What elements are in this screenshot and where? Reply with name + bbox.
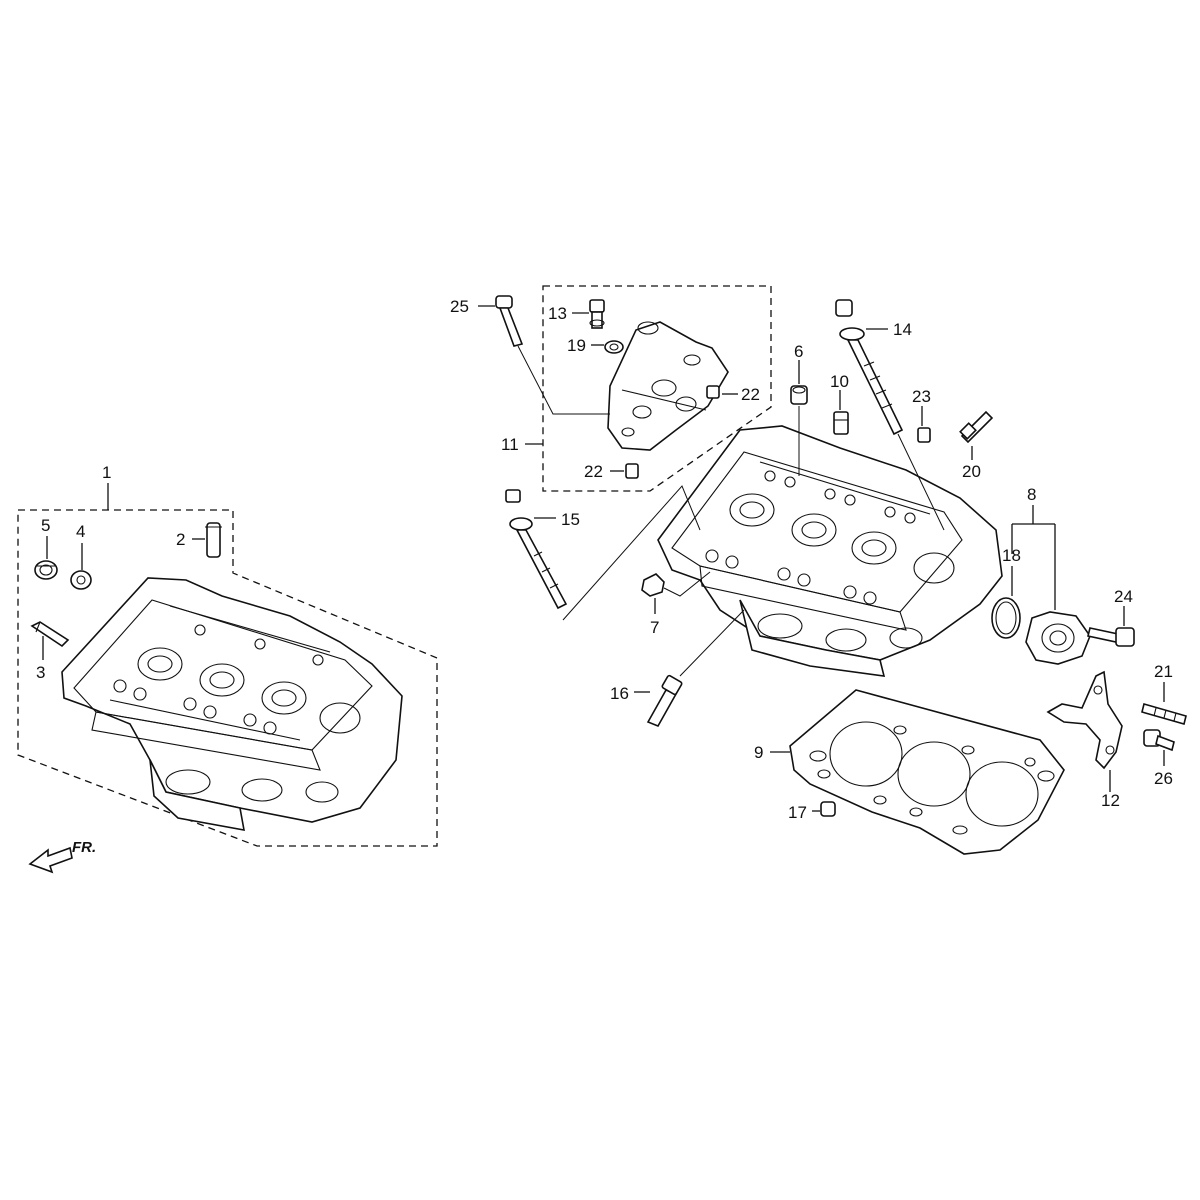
callout-25: 25	[450, 297, 469, 316]
part-13-bolt	[589, 299, 605, 329]
part-7-nut	[641, 573, 665, 597]
callout-labels: 1 2 3 4 5 6 7 8 9 10 11 12 13 14 15 16 1…	[36, 297, 1173, 822]
right-cylinder-head	[657, 425, 1003, 677]
callout-16: 16	[610, 684, 629, 703]
callout-20: 20	[962, 462, 981, 481]
callout-5: 5	[41, 516, 50, 535]
callout-13: 13	[548, 304, 567, 323]
part-15-stud-bolt	[505, 489, 568, 610]
callout-4: 4	[76, 522, 85, 541]
callout-1: 1	[102, 463, 111, 482]
part-6-cap	[790, 385, 808, 405]
callout-7: 7	[650, 618, 659, 637]
callout-19: 19	[567, 336, 586, 355]
part-4-washer	[70, 570, 92, 590]
callout-9: 9	[754, 743, 763, 762]
part-2-valve-guide	[205, 522, 222, 558]
part-22-lower-dowel	[625, 463, 639, 479]
front-label: FR.	[72, 839, 96, 856]
left-cylinder-head	[61, 577, 403, 831]
leader-25-to-head	[517, 345, 610, 415]
part-24-bolt	[1087, 627, 1135, 647]
part-9-head-gasket	[789, 689, 1065, 855]
part-26-bolt	[1143, 729, 1175, 752]
callout-6: 6	[794, 342, 803, 361]
leader-16-to-head	[679, 609, 745, 677]
callout-21: 21	[1154, 662, 1173, 681]
callout-14: 14	[893, 320, 912, 339]
leader-15-to-head	[562, 485, 701, 621]
left-assembly-boundary	[17, 509, 438, 847]
callout-12: 12	[1101, 791, 1120, 810]
part-21-stud	[1141, 703, 1187, 725]
callout-22a: 22	[741, 385, 760, 404]
leader-7-to-head	[663, 571, 711, 597]
leader-14-to-head	[897, 433, 945, 531]
callout-24: 24	[1114, 587, 1133, 606]
part-19-o-ring	[604, 340, 624, 354]
callout-3: 3	[36, 663, 45, 682]
part-10-insert	[833, 411, 849, 435]
left-assembly-group	[17, 483, 438, 847]
part-8-cover	[1025, 611, 1091, 665]
part-25-bolt	[495, 295, 524, 347]
spool-assembly-boundary	[542, 285, 772, 492]
callout-18: 18	[1002, 546, 1021, 565]
part-23-dowel	[917, 427, 931, 443]
front-direction-indicator: FR.	[28, 839, 96, 874]
part-5-plug	[34, 560, 58, 580]
part-22-upper-dowel	[706, 385, 720, 399]
callout-26: 26	[1154, 769, 1173, 788]
callout-10: 10	[830, 372, 849, 391]
callout-23: 23	[912, 387, 931, 406]
front-arrow-icon	[28, 846, 73, 874]
part-20-stud	[959, 410, 994, 444]
part-12-bracket	[1046, 670, 1123, 770]
callout-15: 15	[561, 510, 580, 529]
callout-8: 8	[1027, 485, 1036, 504]
right-assembly-group	[478, 285, 1187, 855]
part-3-dowel-pin	[30, 621, 70, 648]
part-16-sensor	[646, 674, 683, 728]
callout-11: 11	[501, 435, 519, 454]
leader-8	[1011, 505, 1056, 610]
callout-17: 17	[788, 803, 807, 822]
callout-2: 2	[176, 530, 185, 549]
part-18-o-ring	[991, 597, 1021, 639]
callout-22b: 22	[584, 462, 603, 481]
part-17-dowel	[820, 801, 836, 817]
part-14-head-bolt	[835, 299, 904, 436]
